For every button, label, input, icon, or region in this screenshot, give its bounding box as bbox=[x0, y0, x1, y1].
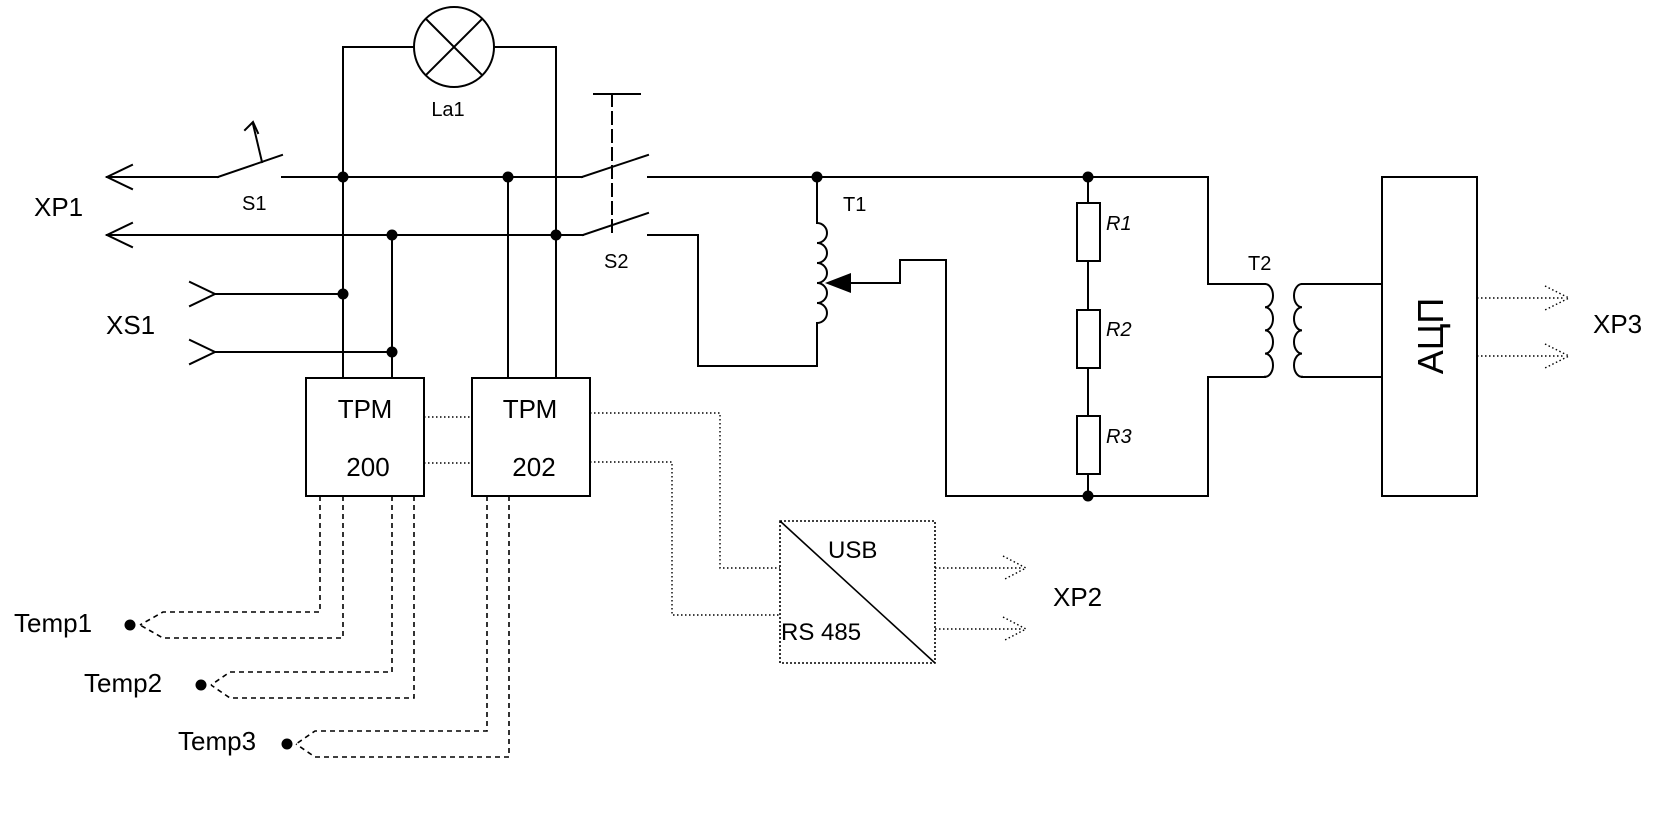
interface-links bbox=[424, 412, 780, 616]
xp1-label: XP1 bbox=[34, 192, 83, 222]
adc-block bbox=[1381, 176, 1478, 497]
resistor-chain bbox=[1076, 176, 1101, 497]
r3-label: R3 bbox=[1106, 426, 1132, 448]
controller-2-model: 202 bbox=[512, 452, 555, 482]
xp3-outputs bbox=[1477, 285, 1571, 369]
junction-nodes bbox=[337, 171, 1094, 502]
controller-feeds bbox=[342, 176, 557, 379]
converter-rs485-label: RS 485 bbox=[781, 619, 861, 646]
xp2-outputs bbox=[935, 555, 1028, 642]
temp1-label: Temp1 bbox=[14, 608, 92, 638]
plug-xp1 bbox=[104, 163, 584, 249]
r1-label: R1 bbox=[1106, 213, 1132, 235]
controller-trm-200 bbox=[305, 377, 425, 497]
temp3-label: Temp3 bbox=[178, 726, 256, 756]
s1-label: S1 bbox=[242, 193, 266, 215]
controller-trm-202 bbox=[471, 377, 591, 497]
transformer-t1 bbox=[815, 176, 1209, 497]
controller-2-title: ТРМ bbox=[503, 394, 558, 424]
xp3-label: XP3 bbox=[1593, 309, 1642, 339]
socket-xs1 bbox=[188, 280, 393, 366]
s2-label: S2 bbox=[604, 251, 628, 273]
r2-label: R2 bbox=[1106, 319, 1132, 341]
xs1-label: XS1 bbox=[106, 310, 155, 340]
t1-label: T1 bbox=[843, 194, 866, 216]
usb-rs485-converter bbox=[779, 520, 936, 664]
temp-sensor-1 bbox=[124, 496, 344, 639]
temp-sensor-2 bbox=[195, 496, 415, 699]
transformer-t2 bbox=[1207, 176, 1383, 497]
switch-s1 bbox=[216, 120, 583, 179]
temp-sensor-3 bbox=[281, 496, 510, 758]
controller-1-title: ТРМ bbox=[338, 394, 393, 424]
converter-usb-label: USB bbox=[828, 537, 877, 564]
switch-s2 bbox=[580, 93, 1209, 367]
lamp-label: La1 bbox=[431, 99, 464, 121]
lamp-la1 bbox=[342, 6, 557, 236]
controller-1-model: 200 bbox=[346, 452, 389, 482]
xp2-label: XP2 bbox=[1053, 582, 1102, 612]
temp2-label: Temp2 bbox=[84, 668, 162, 698]
t2-label: T2 bbox=[1248, 253, 1271, 275]
adc-label: АЦП bbox=[1410, 298, 1451, 375]
